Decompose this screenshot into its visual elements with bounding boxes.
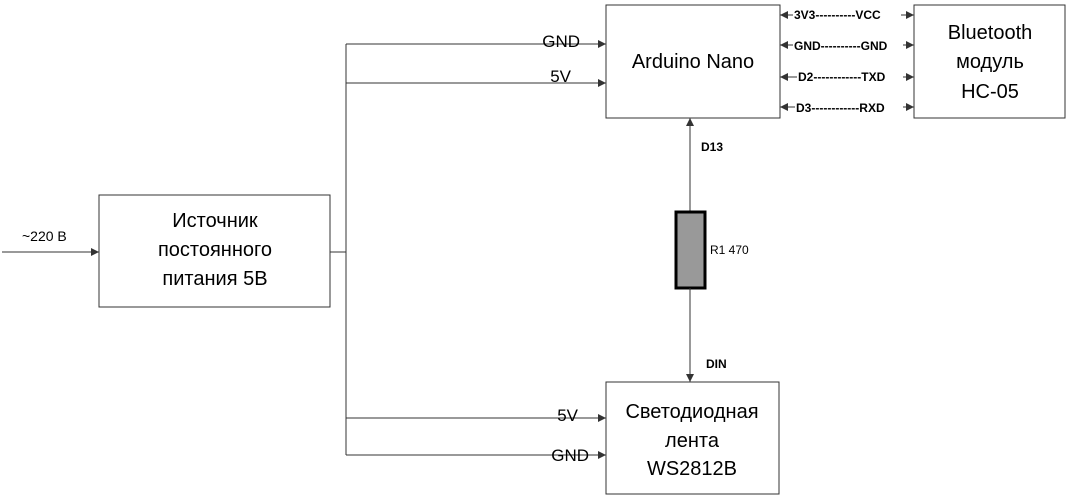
connection-d2-txd: D2------------TXD — [798, 70, 886, 84]
connection-gnd-gnd: GND----------GND — [794, 39, 888, 53]
d13-label: D13 — [701, 140, 723, 154]
arduino-5v-label: 5V — [550, 67, 571, 86]
bluetooth-module-block — [913, 4, 1066, 119]
mains-input-label: ~220 В — [22, 228, 67, 244]
connection-3v3-vcc: 3V3----------VCC — [794, 8, 881, 22]
arduino-nano-label: Arduino Nano — [632, 51, 754, 73]
led-strip-line-1: Светодиодная — [625, 401, 758, 423]
arduino-nano-block — [605, 4, 781, 119]
power-supply-line-2: постоянного — [158, 239, 272, 261]
bluetooth-line-3: HC-05 — [961, 81, 1019, 103]
resistor-label: R1 470 — [710, 243, 749, 257]
power-supply-line-3: питания 5В — [162, 268, 267, 290]
bluetooth-line-1: Bluetooth — [948, 22, 1033, 44]
led-strip-line-2: лента — [665, 430, 720, 452]
din-label: DIN — [706, 357, 727, 371]
led-strip-line-3: WS2812B — [647, 458, 737, 480]
resistor-r1 — [674, 210, 707, 290]
led-strip-block — [605, 381, 780, 495]
strip-gnd-label: GND — [551, 446, 589, 465]
strip-5v-label: 5V — [557, 406, 578, 425]
power-supply-block — [98, 194, 331, 308]
connection-d3-rxd: D3------------RXD — [796, 101, 885, 115]
arduino-gnd-label: GND — [542, 32, 580, 51]
bluetooth-line-2: модуль — [956, 51, 1024, 73]
power-supply-line-1: Источник — [172, 210, 258, 232]
